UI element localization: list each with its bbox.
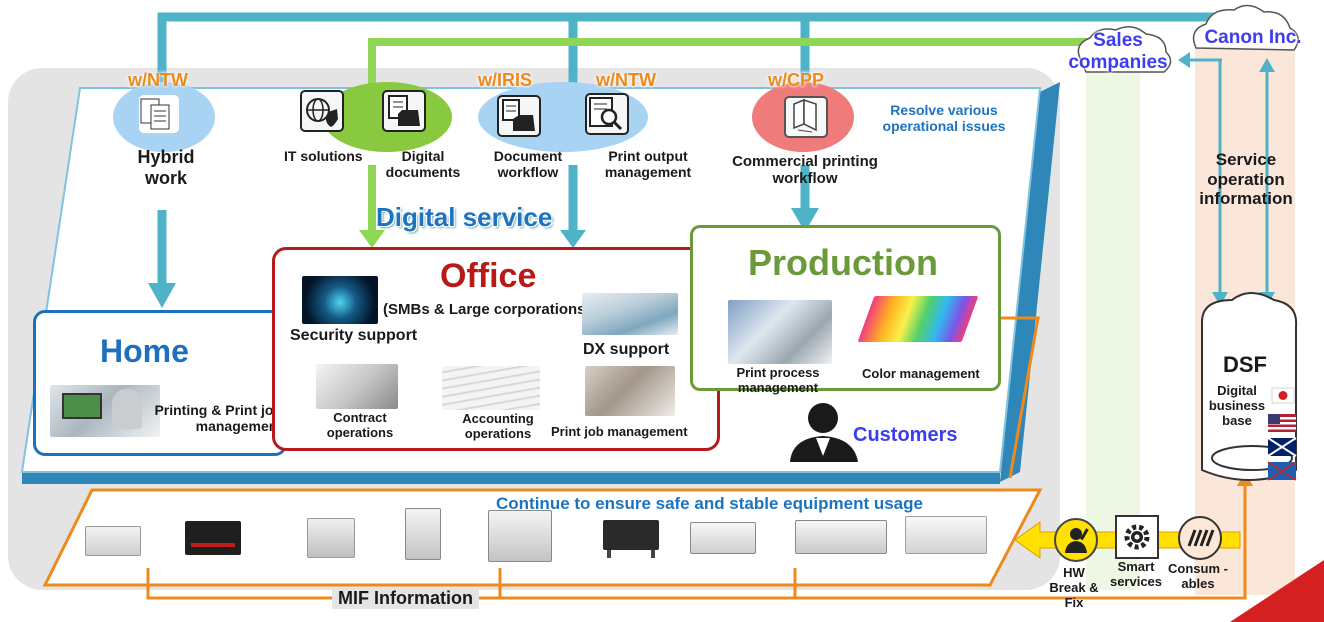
accounting-photo [442,366,540,410]
gear-icon [1115,515,1159,559]
documents-icon [139,95,179,133]
color-management-photo [857,296,979,342]
corner-accent [1230,560,1324,622]
print-output-management-label: Print output management [604,148,692,181]
print-job-photo [585,366,675,416]
accounting-operations-label: Accounting operations [462,411,534,441]
security-photo [302,276,378,324]
cloud-icon [1192,4,1299,51]
continue-label: Continue to ensure safe and stable equip… [496,494,923,513]
smart-services-label: Smart services [1109,559,1163,589]
digital-service-label: Digital service [376,202,553,232]
document-workflow-label: Document workflow [493,148,563,181]
color-management-label: Color management [862,366,980,381]
device-laser-printer [307,518,355,558]
customers-label: Customers [853,424,958,446]
document-folder-icon [497,95,541,137]
sales-column-band [1086,55,1140,590]
home-title: Home [100,333,189,369]
resolve-issues-label: Resolve various operational issues [882,102,1006,135]
home-printing-label: Printing & Print job management [154,402,282,435]
production-title: Production [748,242,938,283]
folder-document-icon [382,90,426,132]
print-job-management-label: Print job management [551,424,688,439]
sales-cloud-icon [1077,26,1172,73]
tag-cpp: w/CPP [768,70,825,90]
dx-support-label: DX support [583,341,670,358]
device-home-printer [85,526,141,556]
digital-documents-label: Digital documents [385,148,461,181]
globe-shield-icon [300,90,344,132]
plate-right-edge [1000,82,1060,482]
office-subtitle: (SMBs & Large corporations) [383,301,591,318]
toner-lines-icon [1178,516,1222,560]
hw-break-fix-label: HW Break & Fix [1049,565,1099,610]
canon-inc-label: Canon Inc. [1204,27,1302,48]
device-mfp-large [488,510,552,562]
service-operation-information-label: Service operation information [1199,150,1293,209]
security-support-label: Security support [290,327,418,344]
hybrid-work-label: Hybrid work [137,147,195,188]
consumables-label: Consum -ables [1168,561,1228,591]
device-wide-format [603,520,659,558]
technician-icon [1054,518,1098,562]
person-icon [790,403,858,462]
print-process-management-label: Print process management [736,365,820,395]
device-production-line [795,520,887,554]
office-title: Office [440,257,537,295]
commercial-printing-workflow-label: Commercial printing workflow [732,153,878,188]
dx-photo [582,293,678,335]
dsf-title: DSF [1223,352,1267,377]
contract-operations-label: Contract operations [326,410,394,440]
print-process-photo [728,300,832,364]
tag-iris: w/IRIS [478,70,533,90]
dsf-subtitle: Digital business base [1208,383,1266,428]
sales-companies-label: Sales companies [1068,30,1168,73]
tag-ntw-print: w/NTW [596,70,656,90]
contract-photo [316,364,398,409]
magnifier-document-icon [585,93,629,135]
device-production-press [690,522,756,554]
mif-information-label: MIF Information [332,588,479,609]
home-laptop-photo [50,385,160,437]
device-inkjet-printer [185,521,241,555]
device-mfp-small [405,508,441,560]
plate-bottom-edge [22,472,1000,484]
device-press-line [905,516,987,554]
tag-ntw-hybrid: w/NTW [128,70,188,90]
book-pages-icon [784,96,828,138]
it-solutions-label: IT solutions [284,148,363,164]
